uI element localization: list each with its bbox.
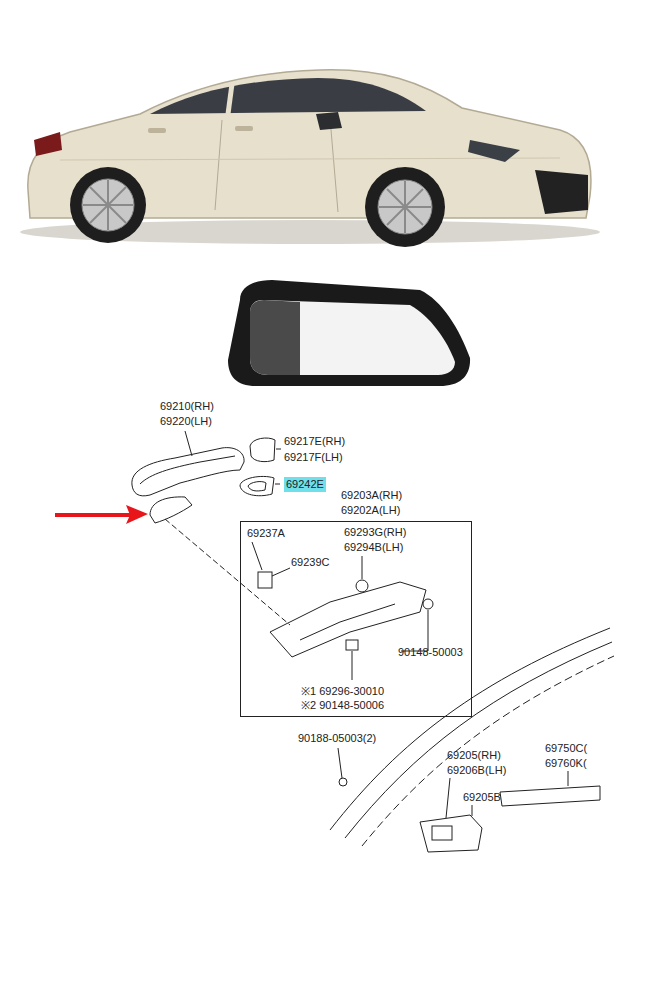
gasket-ring-inner xyxy=(248,482,266,491)
callout-number: 69293G(RH) xyxy=(344,525,406,540)
callout-number: 69242E xyxy=(284,477,326,492)
tail-light xyxy=(34,132,62,156)
lock-part xyxy=(420,815,482,852)
callout-number: 69220(LH) xyxy=(160,414,212,429)
car-windows xyxy=(150,78,426,114)
gasket-dome xyxy=(250,300,300,375)
callout-number: 69750C( xyxy=(545,741,587,756)
leader-line xyxy=(362,556,363,579)
callout-number: 69210(RH) xyxy=(160,399,214,414)
assembly-box: 69203A(RH) 69202A(LH)69237A69293G(RH)692… xyxy=(240,521,472,717)
lock-detail xyxy=(432,826,452,840)
connector-part xyxy=(258,572,272,588)
door-frame xyxy=(345,642,612,838)
leader-line xyxy=(272,568,290,576)
handle-cap xyxy=(250,438,275,462)
leader-line xyxy=(276,449,281,450)
callout-number: 69760K( xyxy=(545,756,587,771)
gasket-rim xyxy=(228,280,470,386)
door-line xyxy=(330,118,338,212)
callout-number: 69239C xyxy=(291,555,330,570)
gasket-ring xyxy=(240,476,274,495)
handle-frame xyxy=(270,582,426,657)
callout-number: 69205B xyxy=(463,790,501,805)
leader-line xyxy=(338,748,342,778)
leader-line xyxy=(352,651,353,680)
wheel xyxy=(365,167,445,247)
rim xyxy=(378,180,432,234)
door-frame xyxy=(330,628,610,830)
door-handle xyxy=(235,126,253,131)
wheel xyxy=(70,167,146,243)
sensor-part xyxy=(356,580,368,592)
leader-line xyxy=(252,542,262,570)
assembly-heading: 69203A(RH) 69202A(LH) xyxy=(341,488,413,518)
gasket-photo xyxy=(228,280,470,386)
leader-line xyxy=(185,431,192,456)
rim xyxy=(82,179,134,231)
handle-detail xyxy=(140,456,235,484)
outer-handle xyxy=(132,448,244,496)
car-pillar xyxy=(228,84,232,114)
callout-number: 69205(RH) xyxy=(447,748,501,763)
rod-part xyxy=(500,786,600,806)
mirror xyxy=(316,112,342,130)
spokes xyxy=(83,180,431,233)
leader-line xyxy=(428,610,429,651)
callout-number: 69217E(RH) xyxy=(284,434,345,449)
callout-number: 90188-05003(2) xyxy=(298,731,376,746)
red-arrow xyxy=(55,505,148,524)
head-light xyxy=(468,140,520,162)
clip-part xyxy=(346,640,358,650)
door-line xyxy=(215,120,222,210)
arrow-head xyxy=(126,505,148,524)
gasket-inner xyxy=(250,300,455,375)
door-frame xyxy=(362,656,614,846)
callout-number: 69217F(LH) xyxy=(284,450,343,465)
callout-number: 69294B(LH) xyxy=(344,540,403,555)
callout-number: ※2 90148-50006 xyxy=(301,698,384,713)
leader-line xyxy=(275,484,280,485)
leader-line xyxy=(446,778,450,818)
callout-number: 69237A xyxy=(247,526,285,541)
parts-linework xyxy=(132,431,614,852)
arrow-shaft xyxy=(55,513,130,517)
dashed-leader xyxy=(165,519,290,625)
body-crease xyxy=(60,158,560,160)
handle-cap xyxy=(150,497,192,523)
screw xyxy=(423,599,433,609)
screw xyxy=(339,778,347,786)
callout-number: 90148-50003 xyxy=(398,645,463,660)
door-handle xyxy=(148,128,166,133)
callout-number: ※1 69296-30010 xyxy=(301,684,384,699)
leader-line xyxy=(472,805,473,816)
frame-detail xyxy=(300,604,395,640)
car-illustration xyxy=(20,70,600,247)
leader-line xyxy=(568,771,569,786)
callout-number: 69206B(LH) xyxy=(447,763,506,778)
grille xyxy=(535,170,588,214)
